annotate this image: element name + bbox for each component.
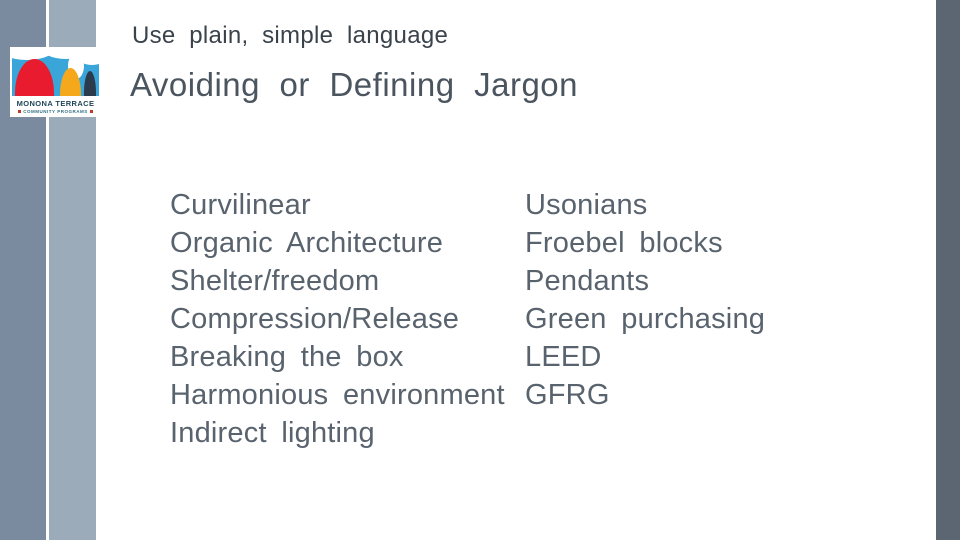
logo-subtitle-text: COMMUNITY PROGRAMS	[23, 109, 88, 114]
jargon-term: Green purchasing	[525, 303, 766, 335]
jargon-term: Harmonious environment	[170, 379, 505, 411]
logo-square-icon	[89, 110, 93, 113]
monona-terrace-logo: MONONA TERRACE COMMUNITY PROGRAMS	[10, 47, 101, 117]
jargon-list-left: Curvilinear Organic Architecture Shelter…	[170, 186, 505, 452]
red-dome-icon	[15, 59, 54, 96]
slide-title: Avoiding or Defining Jargon	[130, 66, 579, 103]
jargon-list-right: Usonians Froebel blocks Pendants Green p…	[525, 186, 765, 414]
cloud-icon	[12, 49, 58, 60]
right-accent-bar	[936, 0, 960, 540]
slide-kicker: Use plain, simple language	[132, 22, 449, 49]
jargon-term: LEED	[525, 341, 602, 373]
cloud-icon	[40, 49, 92, 59]
jargon-term: GFRG	[525, 379, 610, 411]
jargon-term: Indirect lighting	[170, 417, 375, 449]
jargon-term: Usonians	[525, 189, 648, 221]
navy-arch-icon	[84, 71, 96, 96]
jargon-term: Curvilinear	[170, 189, 311, 221]
logo-title: MONONA TERRACE	[16, 99, 95, 108]
jargon-term: Shelter/freedom	[170, 265, 380, 297]
logo-square-icon	[18, 110, 22, 113]
jargon-term: Breaking the box	[170, 341, 404, 373]
jargon-term: Organic Architecture	[170, 227, 444, 259]
orange-arch-icon	[60, 68, 81, 96]
jargon-term: Compression/Release	[170, 303, 460, 335]
logo-artwork	[12, 49, 99, 96]
jargon-term: Froebel blocks	[525, 227, 723, 259]
logo-subtitle: COMMUNITY PROGRAMS	[12, 109, 99, 114]
jargon-term: Pendants	[525, 265, 650, 297]
